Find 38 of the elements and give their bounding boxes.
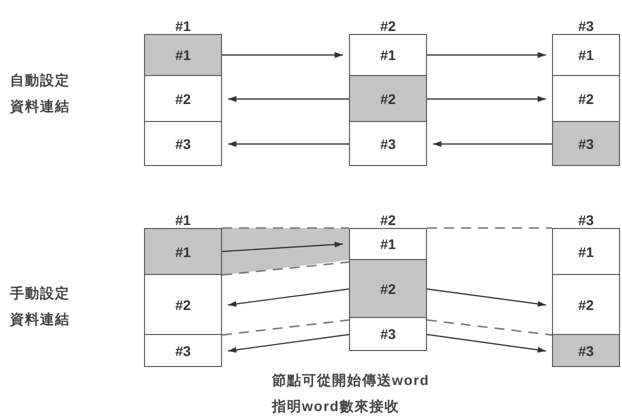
memory-cell: #2 [349, 76, 427, 122]
memory-cell: #3 [349, 318, 427, 351]
column-header: #1 [174, 18, 192, 34]
memory-cell: #2 [552, 76, 620, 122]
column-header: #3 [577, 18, 595, 34]
arrow [222, 242, 344, 252]
arrow [426, 334, 546, 353]
arrow [433, 141, 552, 147]
memory-cell: #1 [144, 34, 222, 76]
memory-cell: #2 [552, 275, 620, 335]
memory-cell: #1 [349, 228, 427, 260]
row-label: 手動設定資料連結 [10, 284, 71, 329]
memory-cell: #1 [144, 228, 222, 275]
column-header: #2 [379, 18, 397, 34]
column-header: #3 [577, 212, 595, 228]
note-text: 節點可從開始傳送word指明word數來接收 [272, 371, 430, 416]
memory-cell: #1 [552, 34, 620, 76]
column-header: #1 [174, 212, 192, 228]
memory-cell: #3 [144, 122, 222, 166]
arrow [228, 141, 349, 147]
memory-cell: #3 [144, 335, 222, 367]
memory-cell: #2 [349, 260, 427, 318]
column-header: #2 [379, 212, 397, 228]
memory-cell: #3 [349, 122, 427, 166]
arrow [222, 52, 343, 58]
memory-cell: #3 [552, 122, 620, 166]
arrow [228, 96, 349, 102]
memory-cell: #1 [349, 34, 427, 76]
arrow [426, 288, 546, 307]
memory-cell: #2 [144, 76, 222, 122]
arrow [427, 96, 546, 102]
arrow [228, 288, 350, 307]
arrow [427, 52, 546, 58]
memory-cell: #3 [552, 335, 620, 367]
row-label: 自動設定資料連結 [10, 71, 71, 116]
arrow [228, 334, 350, 353]
memory-cell: #2 [144, 275, 222, 335]
memory-cell: #1 [552, 228, 620, 275]
